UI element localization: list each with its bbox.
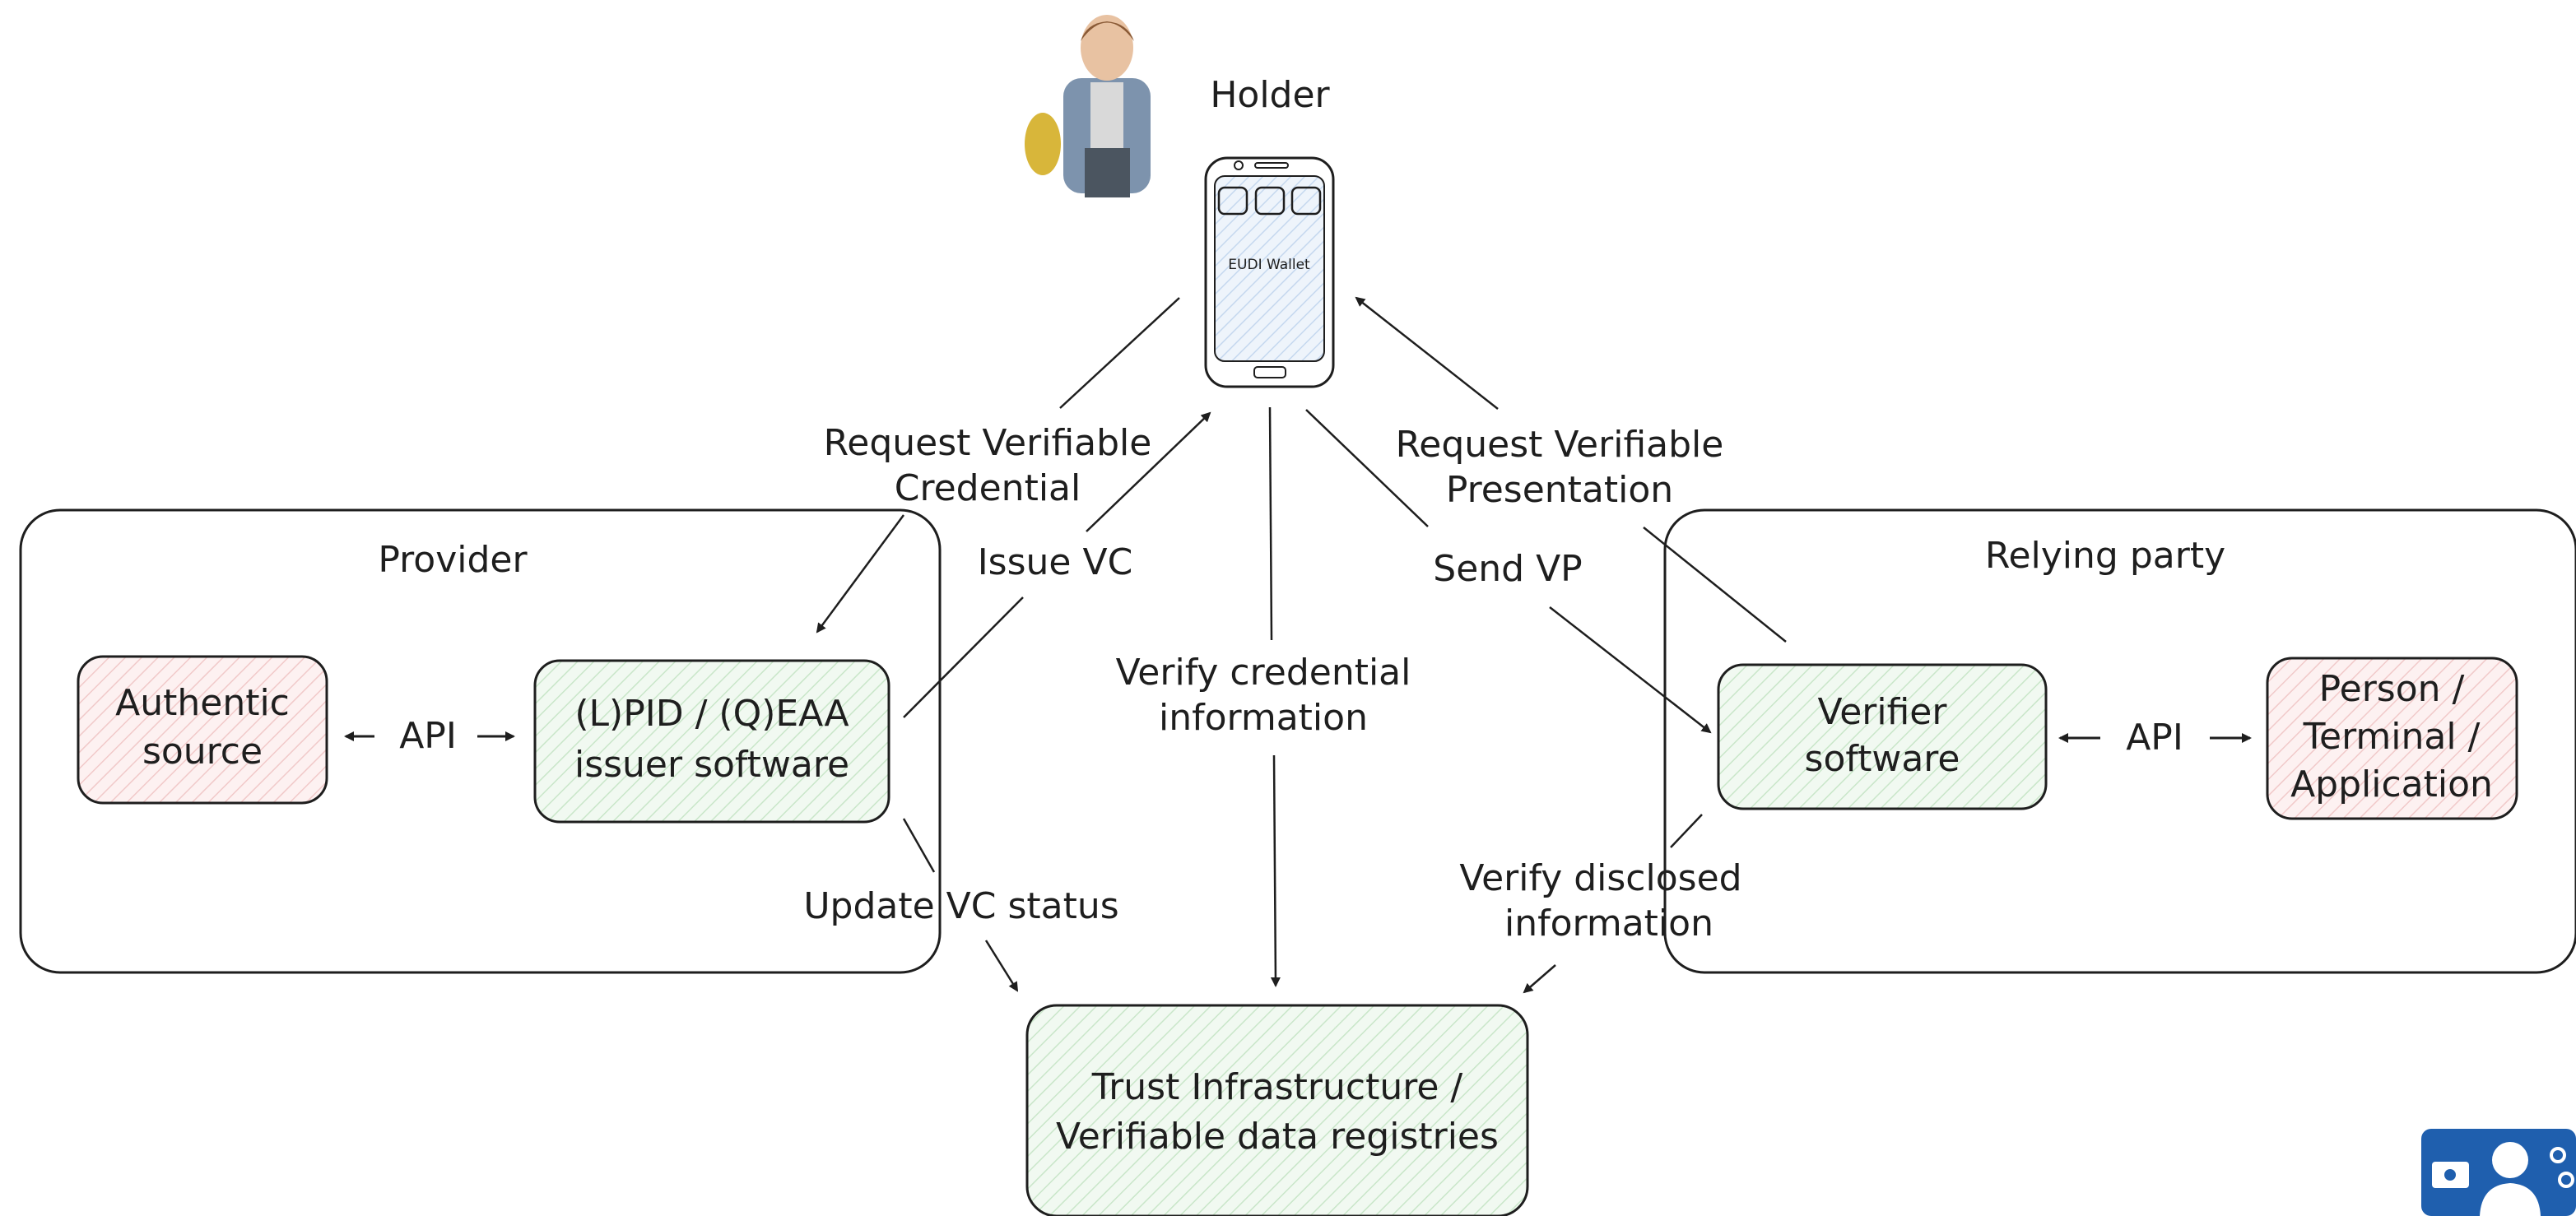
- eudi-wallet-phone[interactable]: EUDI Wallet: [1204, 156, 1335, 388]
- verify-disclosed-arrow: [1523, 964, 1556, 994]
- authentic-source-label-1: Authentic: [115, 682, 290, 724]
- issue-vc-line-lower: [903, 596, 1024, 718]
- verify-credential-line-upper: [1268, 406, 1273, 641]
- verify-disclosed-line-upper: [1670, 814, 1703, 848]
- trust-infrastructure-box[interactable]: Trust Infrastructure / Verifiable data r…: [1025, 1004, 1529, 1216]
- relying-party-group: [1663, 508, 2576, 974]
- verify-credential-arrow: [1270, 754, 1281, 987]
- holder-title: Holder: [1210, 74, 1330, 116]
- person-terminal-label-3: Application: [2290, 763, 2493, 805]
- send-vp-label: Send VP: [1433, 548, 1582, 590]
- api-right-label: API: [2126, 717, 2183, 759]
- person-terminal-box[interactable]: Person / Terminal / Application: [2266, 657, 2518, 820]
- issue-vc-label: Issue VC: [978, 541, 1133, 583]
- authentic-source-box[interactable]: Authentic source: [77, 655, 328, 805]
- request-vp-arrow: [1355, 296, 1499, 410]
- phone-screen: [1214, 175, 1325, 362]
- request-vc-label-2: Credential: [895, 467, 1081, 509]
- verify-disclosed-label-2: information: [1504, 903, 1713, 944]
- issuer-software-label-1: (L)PID / (Q)EAA: [574, 693, 849, 735]
- request-vc-arrow: [816, 514, 905, 634]
- send-vp-arrow: [1549, 606, 1712, 734]
- trust-infrastructure-label-1: Trust Infrastructure /: [1091, 1066, 1463, 1108]
- issuer-software-box[interactable]: (L)PID / (Q)EAA issuer software: [533, 659, 890, 824]
- verifier-software-label-2: software: [1805, 738, 1960, 780]
- api-right-connector: API: [2058, 717, 2252, 759]
- request-vp-line-lower: [1643, 527, 1787, 643]
- verify-credential-label-1: Verify credential: [1116, 652, 1411, 694]
- update-vc-line-upper: [902, 818, 936, 873]
- provider-group: [19, 508, 942, 974]
- verifier-software-box[interactable]: Verifier software: [1717, 663, 2048, 810]
- api-left-label: API: [399, 715, 457, 757]
- person-terminal-label-1: Person /: [2319, 668, 2465, 710]
- request-vp-label-1: Request Verifiable: [1396, 424, 1724, 466]
- verify-disclosed-label-1: Verify disclosed: [1459, 857, 1741, 899]
- person-terminal-label-2: Terminal /: [2303, 716, 2481, 758]
- phone-app-1: [1217, 186, 1248, 216]
- provider-group-title: Provider: [378, 539, 528, 581]
- phone-home-button: [1253, 366, 1286, 378]
- update-vc-label: Update VC status: [803, 885, 1118, 927]
- api-left-connector: API: [344, 715, 515, 757]
- relying-party-group-title: Relying party: [1985, 535, 2225, 577]
- request-vp-label-2: Presentation: [1446, 469, 1673, 511]
- wallet-label: EUDI Wallet: [1228, 257, 1310, 273]
- request-vc-label-1: Request Verifiable: [824, 422, 1152, 464]
- eu-digital-identity-logo: [2421, 1129, 2576, 1216]
- issue-vc-arrow: [1086, 411, 1211, 532]
- holder-photo: [1025, 15, 1151, 197]
- send-vp-line-upper: [1305, 409, 1429, 527]
- phone-speaker: [1254, 162, 1289, 169]
- authentic-source-label-2: source: [142, 731, 263, 773]
- trust-infrastructure-label-2: Verifiable data registries: [1056, 1116, 1499, 1158]
- phone-app-2: [1254, 186, 1286, 216]
- verifier-software-label-1: Verifier: [1818, 691, 1948, 733]
- phone-app-3: [1290, 186, 1322, 216]
- update-vc-arrow: [984, 940, 1019, 992]
- issuer-software-label-2: issuer software: [574, 744, 849, 786]
- request-vc-line-upper: [1059, 297, 1180, 409]
- verify-credential-label-2: information: [1159, 697, 1368, 739]
- phone-camera: [1234, 160, 1244, 170]
